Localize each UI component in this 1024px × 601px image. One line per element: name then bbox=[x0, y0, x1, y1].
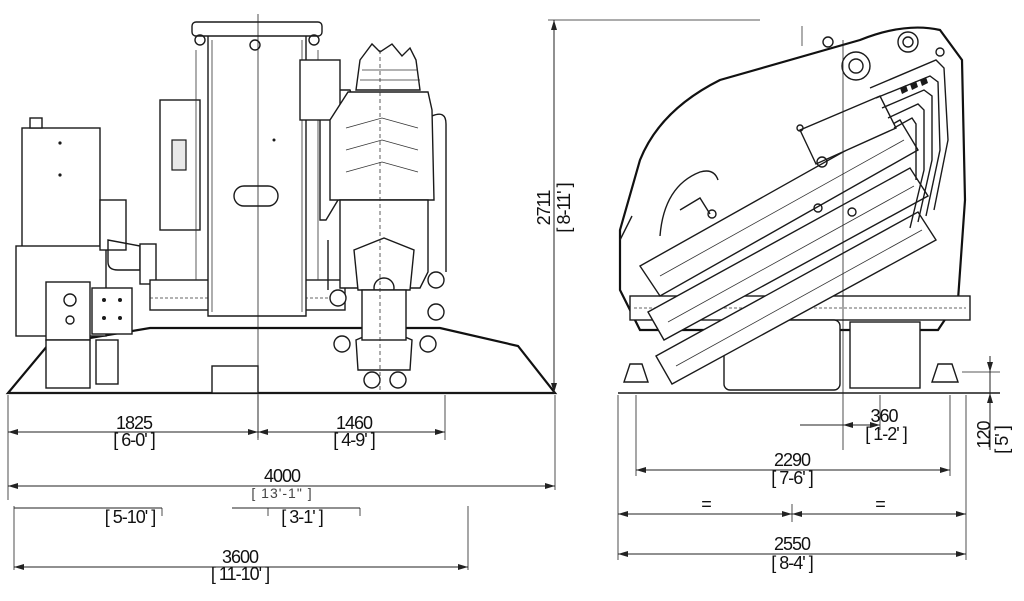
dim-3-1-imperial: [ 3-1' ] bbox=[281, 507, 322, 527]
dim-1825-imperial: [ 6-0' ] bbox=[113, 430, 154, 450]
foot-right bbox=[931, 363, 959, 383]
support-block bbox=[45, 339, 91, 389]
dim-120-imperial: [ 5' ] bbox=[992, 426, 1012, 453]
electrical-cabinet bbox=[21, 127, 101, 251]
pivot-top bbox=[897, 31, 919, 53]
boom-bracket bbox=[799, 95, 897, 165]
crane-housing-outline bbox=[618, 26, 967, 332]
dim-4000-metric: 4000 bbox=[264, 466, 301, 486]
column-slot bbox=[233, 185, 279, 207]
control-panel bbox=[45, 281, 91, 341]
cabinet-cap bbox=[29, 117, 43, 129]
front-view: 1825 [ 6-0' ] 1460 [ 4-9' ] 4000 [ 13'-1… bbox=[5, 14, 558, 584]
dim-3600-imperial: [ 11-10' ] bbox=[211, 564, 269, 584]
dim-2550-imperial: [ 8-4' ] bbox=[771, 553, 812, 573]
dim-3600-metric: 3600 bbox=[222, 547, 259, 567]
cylinder-3 bbox=[363, 371, 381, 389]
mast-plate bbox=[99, 199, 127, 251]
boom-nose bbox=[353, 237, 415, 291]
side-housing bbox=[159, 99, 201, 231]
cylinder-1 bbox=[329, 289, 347, 307]
height-dimension: 2711 [ 8-11' ] bbox=[534, 19, 760, 393]
side-view: 120 [ 5' ] 360 [ 1-2' ] 2290 [ 7-6' ] = … bbox=[617, 26, 1012, 573]
boom-stack bbox=[638, 95, 937, 385]
boom-section bbox=[329, 91, 435, 201]
pedestal-right bbox=[849, 321, 921, 389]
dim-2711-imperial: [ 8-11' ] bbox=[554, 183, 574, 232]
pipe-elbow bbox=[107, 239, 141, 271]
column-top bbox=[191, 21, 323, 37]
dim-2290-imperial: [ 7-6' ] bbox=[771, 468, 812, 488]
valve-block bbox=[91, 287, 133, 335]
dim-5-10-imperial: [ 5-10' ] bbox=[105, 507, 155, 527]
boom-section-1 bbox=[638, 119, 919, 297]
dim-2711-metric: 2711 bbox=[534, 190, 554, 226]
dim-360-imperial: [ 1-2' ] bbox=[865, 424, 906, 444]
dim-equal-left: = bbox=[701, 494, 711, 514]
pivot-main bbox=[841, 51, 871, 81]
foot-left bbox=[623, 363, 649, 383]
cylinder-2 bbox=[333, 335, 351, 353]
dim-360-metric: 360 bbox=[870, 406, 898, 426]
support-foot-left bbox=[95, 339, 119, 385]
dim-1460-metric: 1460 bbox=[336, 413, 373, 433]
cylinder-7 bbox=[427, 271, 445, 289]
dim-2290-metric: 2290 bbox=[774, 450, 811, 470]
hose-bundle bbox=[869, 59, 949, 229]
support-foot-mid bbox=[211, 365, 259, 394]
dim-1825-metric: 1825 bbox=[116, 413, 153, 433]
dim-1460-imperial: [ 4-9' ] bbox=[333, 430, 374, 450]
cylinder-6 bbox=[427, 303, 445, 321]
main-column bbox=[207, 29, 307, 317]
cylinder-4 bbox=[389, 371, 407, 389]
body-curve bbox=[659, 170, 719, 237]
boom-section-2 bbox=[647, 167, 929, 341]
cylinder-5 bbox=[419, 335, 437, 353]
dim-4000-imperial: [ 13'-1" ] bbox=[251, 485, 312, 501]
boom-head bbox=[355, 42, 421, 91]
dim-120-metric: 120 bbox=[974, 421, 994, 449]
dim-2550-metric: 2550 bbox=[774, 534, 811, 554]
dim-equal-right: = bbox=[875, 494, 885, 514]
hose-right bbox=[431, 113, 447, 272]
boom-section-3 bbox=[655, 211, 937, 385]
